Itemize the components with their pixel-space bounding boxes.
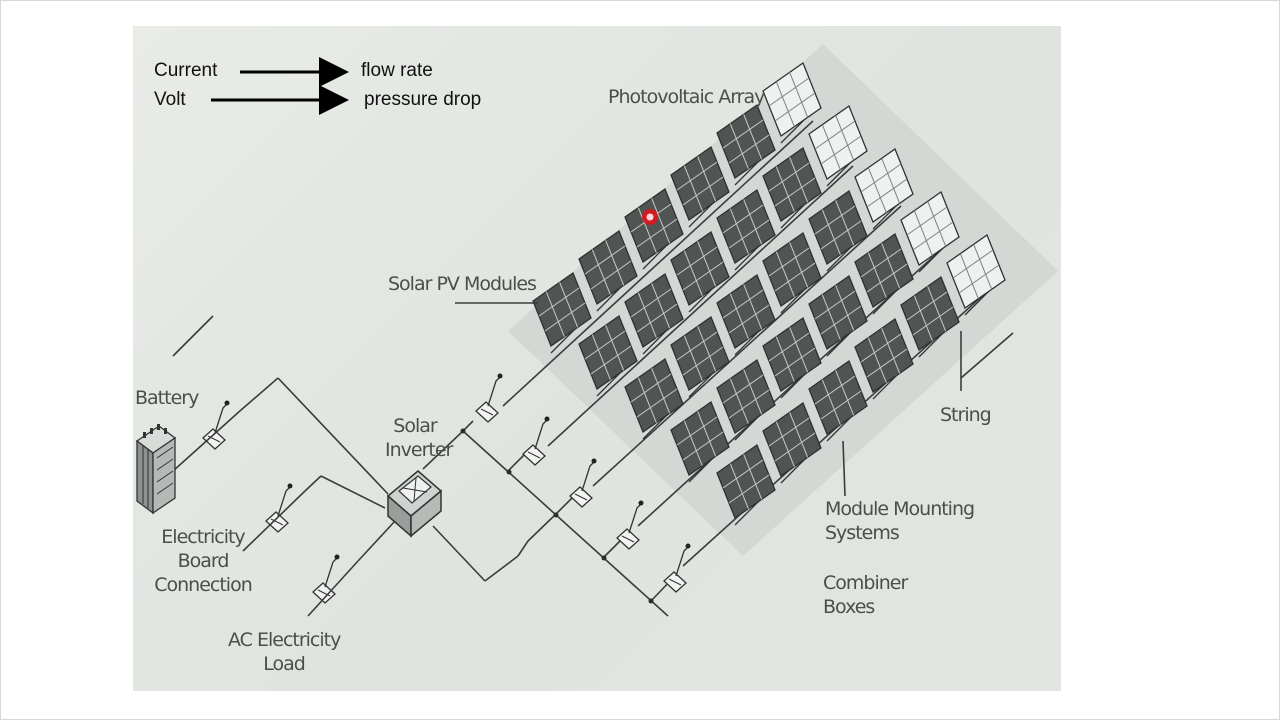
solar-panel (624, 187, 684, 270)
solar-panel (716, 273, 776, 356)
solar-panel (808, 189, 868, 272)
fuse-switch-icon (663, 543, 691, 593)
solar-panel (716, 358, 776, 441)
fuse-switch-icon (522, 416, 550, 466)
solar-panel (808, 104, 868, 187)
solar-panel (532, 271, 592, 354)
legend-term-volt: Volt (154, 89, 186, 110)
solar-panel (716, 443, 776, 526)
solar-panel (762, 146, 822, 229)
solar-panel (854, 317, 914, 400)
solar-inverter-box (386, 470, 443, 538)
solar-panel (762, 231, 822, 314)
label-module-mounting-systems: Module Mounting Systems (825, 498, 975, 544)
solar-panel (854, 232, 914, 315)
pointer-dot (642, 209, 658, 225)
solar-panel (716, 188, 776, 271)
solar-panel (900, 275, 960, 358)
solar-panel (670, 315, 730, 398)
solar-panel (854, 147, 914, 230)
fuse-switch-icon (475, 373, 503, 423)
battery-icon (135, 424, 177, 515)
fuse-switch-icon (202, 400, 230, 450)
solar-panel (762, 316, 822, 399)
inverter-wiring (172, 302, 1014, 617)
label-photovoltaic-array: Photovoltaic Array (608, 86, 765, 108)
solar-panel (578, 314, 638, 397)
solar-panel (808, 274, 868, 357)
fuse-switch-icon (616, 500, 644, 550)
solar-system-diagram (135, 44, 1058, 617)
diagram-slide: Current flow rate Volt pressure drop Pho… (133, 26, 1061, 691)
label-combiner-boxes: Combiner Boxes (823, 572, 908, 618)
legend-meaning-volt: pressure drop (364, 89, 482, 110)
fuse-switch-icon (569, 458, 597, 508)
solar-panel (946, 233, 1006, 316)
label-battery: Battery (135, 387, 199, 409)
label-ac-electricity-load: AC Electricity Load (228, 629, 341, 675)
label-solar-inverter: Solar Inverter (385, 415, 453, 461)
solar-panel (578, 229, 638, 312)
label-string: String (940, 404, 992, 426)
solar-panel (624, 357, 684, 440)
solar-panel (762, 401, 822, 484)
fuse-switch-icon (312, 554, 340, 604)
switch-fuses (202, 373, 691, 604)
label-electricity-board-connection: Electricity Board Connection (154, 526, 253, 596)
junction-dots (460, 428, 654, 604)
solar-panel (762, 61, 822, 144)
solar-panel (900, 190, 960, 273)
solar-panel (670, 400, 730, 483)
photovoltaic-panels (532, 61, 1006, 526)
legend-meaning-current: flow rate (361, 60, 433, 81)
solar-panel (808, 359, 868, 442)
legend-term-current: Current (154, 60, 218, 81)
label-solar-pv-modules: Solar PV Modules (388, 273, 537, 295)
solar-panel (670, 230, 730, 313)
solar-panel (716, 103, 776, 186)
fuse-switch-icon (265, 483, 293, 533)
solar-panel (624, 272, 684, 355)
solar-panel (670, 145, 730, 228)
